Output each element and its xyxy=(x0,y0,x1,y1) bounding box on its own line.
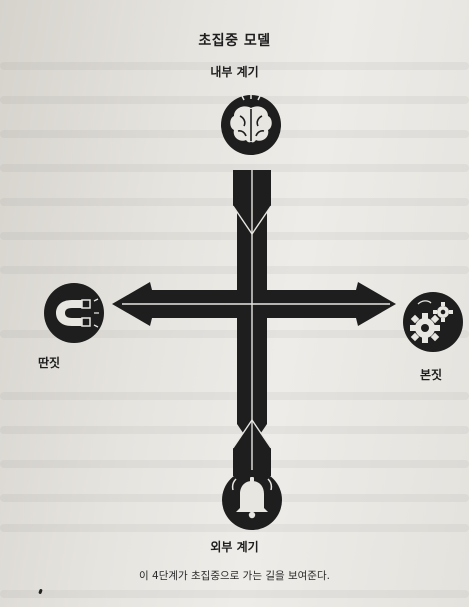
gears-icon xyxy=(403,292,463,352)
brain-icon xyxy=(221,94,281,155)
label-distraction: 딴짓 xyxy=(38,356,61,370)
label-internal-trigger: 내부 계기 xyxy=(210,65,259,79)
label-external-trigger: 외부 계기 xyxy=(210,540,259,554)
bell-icon xyxy=(222,470,282,530)
figure-caption: 이 4단계가 초집중으로 가는 길을 보여준다. xyxy=(139,570,330,582)
magnet-icon xyxy=(44,283,104,343)
diagram-title: 초집중 모델 xyxy=(198,33,271,49)
label-traction: 본짓 xyxy=(420,368,443,382)
